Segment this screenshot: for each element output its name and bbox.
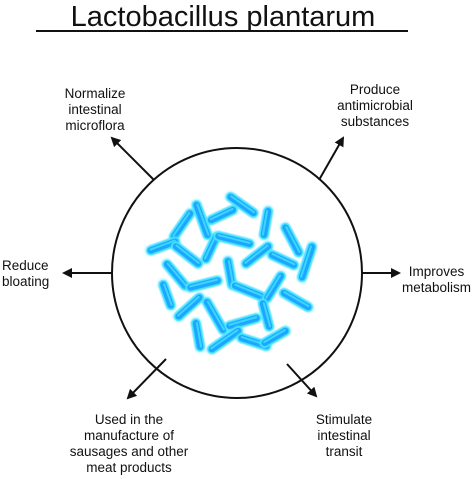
effect-left: Reduce bloating [2,258,50,289]
bacterium-highlight [261,210,269,236]
effect-bottom-left: Used in the manufacture of sausages and … [69,412,189,475]
bacterium-highlight [195,322,203,348]
effect-right: Improves metabolism [401,264,472,295]
bacterium-highlight [234,283,263,297]
title-underline [36,30,408,32]
bacterium-highlight [263,329,286,344]
bacterium-highlight [204,235,217,260]
bacterium-highlight [163,283,173,306]
bacterium-highlight [230,195,256,214]
bacteria-cluster [146,192,317,354]
bacterium-highlight [206,300,225,331]
arrow-top-left [110,136,155,181]
bacterium-highlight [227,260,235,286]
bacterium-highlight [189,278,219,288]
diagram-title: Lactobacillus plantarum [70,1,376,33]
bacterium-highlight [209,208,234,221]
bacterium-highlight [176,295,200,317]
bacterium-highlight [217,234,251,244]
bacterium-highlight [300,245,312,278]
bacterium-highlight [149,239,176,251]
bacterium-highlight [175,244,200,264]
bacterium-highlight [244,244,269,264]
effect-bottom-right: Stimulate intestinal transit [315,412,373,459]
bacterium-highlight [271,253,296,266]
bacteria-circle [111,147,363,399]
arrow-bottom-left [126,358,167,400]
effect-top-left: Normalize intestinal microflora [64,86,126,133]
arrow-bottom-right [286,363,318,398]
bacterium-highlight [210,329,239,350]
effect-top-right: Produce antimicrobial substances [337,82,413,129]
bacterium-highlight [285,226,301,253]
bacterium-highlight [166,262,187,287]
arrow-top-right [318,136,344,181]
bacterium-highlight [262,302,272,328]
bacterium-highlight [172,211,191,237]
bacterium-highlight [228,316,258,326]
bacterium-highlight [265,274,282,299]
bacterium-highlight [283,291,310,308]
bacterium-highlight [196,203,210,236]
